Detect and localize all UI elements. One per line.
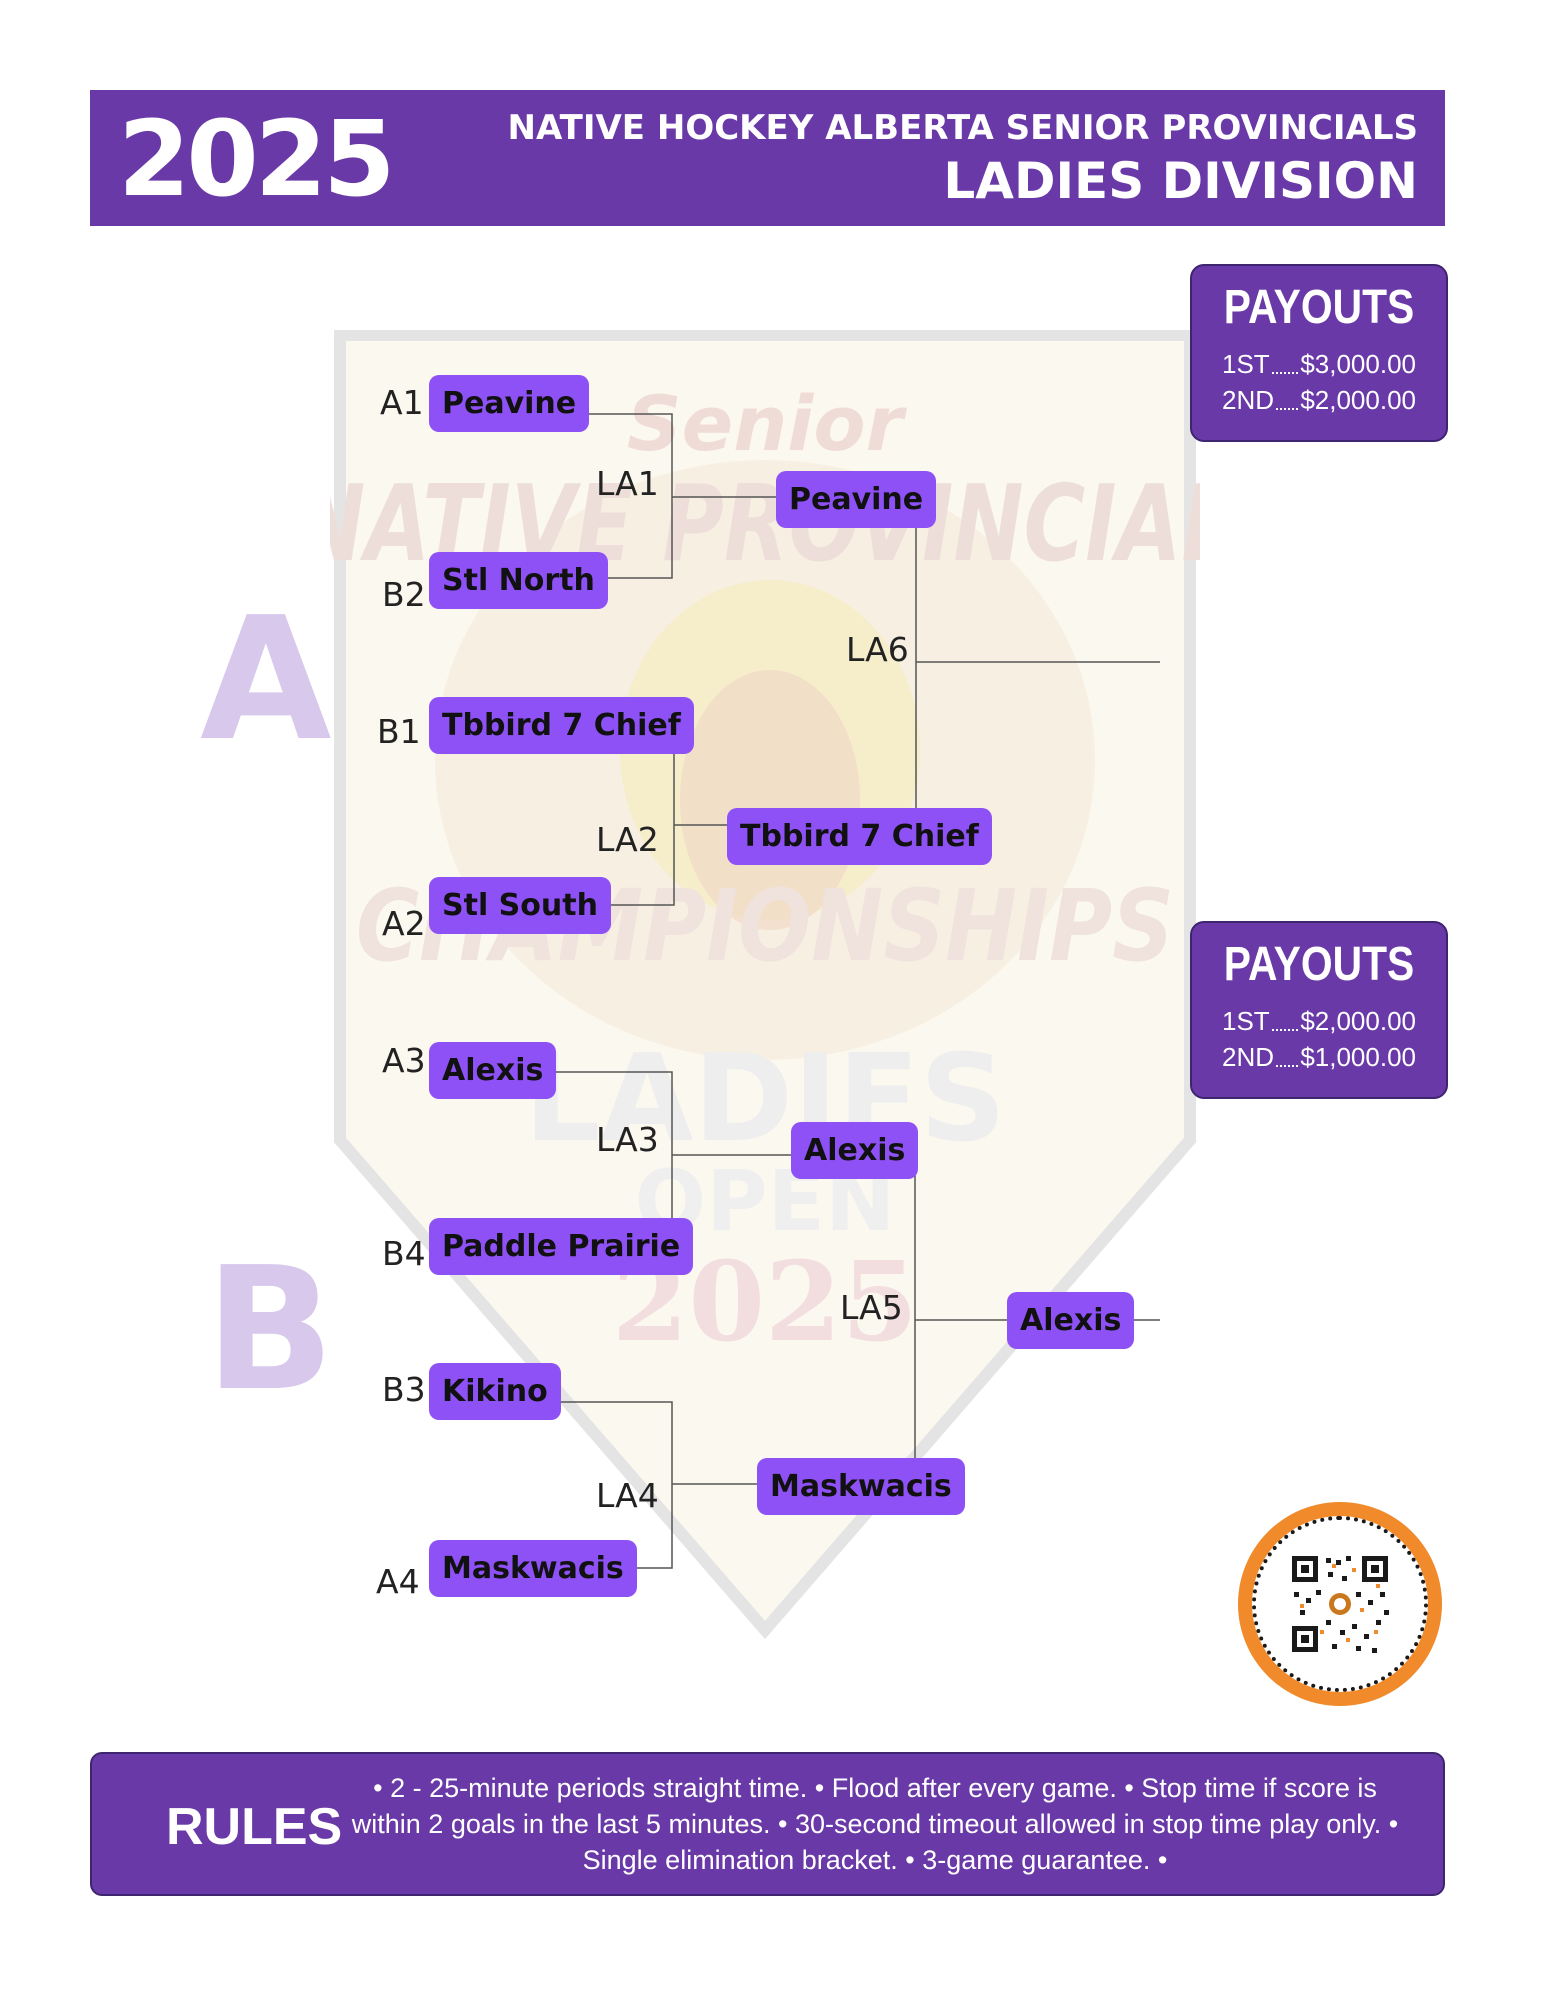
payouts-a-second-row: 2ND $2,000.00 — [1222, 384, 1416, 416]
team-b1: Tbbird 7 Chief — [429, 697, 694, 754]
qr-code[interactable] — [1238, 1502, 1442, 1706]
game-la1: LA1 — [596, 464, 659, 503]
header-year: 2025 — [118, 98, 395, 220]
payouts-b-title: PAYOUTS — [1223, 938, 1415, 991]
group-a-letter: A — [200, 581, 332, 779]
seed-a2: A2 — [382, 904, 426, 943]
game-la5: LA5 — [840, 1288, 903, 1327]
qr-code-icon — [1292, 1556, 1389, 1653]
payouts-b-second-label: 2ND — [1222, 1042, 1275, 1072]
rules-text: • 2 - 25-minute periods straight time. •… — [351, 1773, 1399, 1875]
payouts-b-first-amount: $2,000.00 — [1300, 1006, 1416, 1036]
payouts-b-second-dots — [1276, 1065, 1299, 1067]
rules-title: RULES — [166, 1798, 343, 1856]
payouts-a-first-label: 1ST — [1222, 349, 1270, 379]
seed-a3: A3 — [382, 1041, 426, 1080]
winner-la4: Maskwacis — [757, 1458, 965, 1515]
header-banner — [90, 90, 1445, 226]
winner-la5: Alexis — [1007, 1292, 1135, 1349]
watermark-line1: Senior — [627, 379, 908, 468]
payouts-b-first-label: 1ST — [1222, 1006, 1270, 1036]
seed-b2: B2 — [382, 575, 426, 614]
payouts-a-second-label: 2ND — [1222, 385, 1275, 415]
team-b4: Paddle Prairie — [429, 1218, 694, 1275]
seed-b3: B3 — [382, 1370, 426, 1409]
game-la2: LA2 — [596, 820, 659, 859]
team-a3: Alexis — [429, 1042, 557, 1099]
seed-b1: B1 — [377, 712, 421, 751]
game-la4: LA4 — [596, 1476, 659, 1515]
game-la6: LA6 — [846, 630, 909, 669]
team-a4: Maskwacis — [429, 1540, 637, 1597]
payouts-b-first-row: 1ST $2,000.00 — [1222, 1005, 1416, 1037]
team-b3: Kikino — [429, 1363, 561, 1420]
watermark-line4: LADIES — [524, 1030, 1006, 1169]
winner-la2: Tbbird 7 Chief — [727, 808, 992, 865]
game-la3: LA3 — [596, 1120, 659, 1159]
seed-b4: B4 — [382, 1234, 426, 1273]
payouts-a-first-amount: $3,000.00 — [1300, 349, 1416, 379]
payouts-a-title: PAYOUTS — [1223, 281, 1415, 334]
group-b-letter: B — [205, 1231, 335, 1429]
payouts-a-first-dots — [1271, 372, 1299, 374]
rules-panel — [90, 1752, 1445, 1896]
qr-code-pattern — [1252, 1516, 1428, 1692]
payouts-b-second-row: 2ND $1,000.00 — [1222, 1041, 1416, 1073]
payouts-b-first-dots — [1271, 1029, 1299, 1031]
team-b2: Stl North — [429, 552, 608, 609]
payouts-b-panel: PAYOUTS 1ST $2,000.00 2ND $1,000.00 — [1190, 921, 1448, 1099]
watermark-logo: Senior NATIVE PROVINCIAL CHAMPIONSHIPS L… — [330, 330, 1200, 1640]
payouts-a-second-dots — [1276, 408, 1299, 410]
header-title: NATIVE HOCKEY ALBERTA SENIOR PROVINCIALS — [507, 108, 1418, 148]
team-a1: Peavine — [429, 375, 590, 432]
payouts-a-second-amount: $2,000.00 — [1300, 385, 1416, 415]
winner-la3: Alexis — [791, 1122, 919, 1179]
payouts-b-second-amount: $1,000.00 — [1300, 1042, 1416, 1072]
header-subtitle: LADIES DIVISION — [943, 152, 1418, 210]
team-a2: Stl South — [429, 877, 611, 934]
seed-a4: A4 — [376, 1562, 420, 1601]
payouts-a-first-row: 1ST $3,000.00 — [1222, 348, 1416, 380]
winner-la1: Peavine — [776, 471, 937, 528]
seed-a1: A1 — [380, 383, 424, 422]
payouts-a-panel: PAYOUTS 1ST $3,000.00 2ND $2,000.00 — [1190, 264, 1448, 442]
